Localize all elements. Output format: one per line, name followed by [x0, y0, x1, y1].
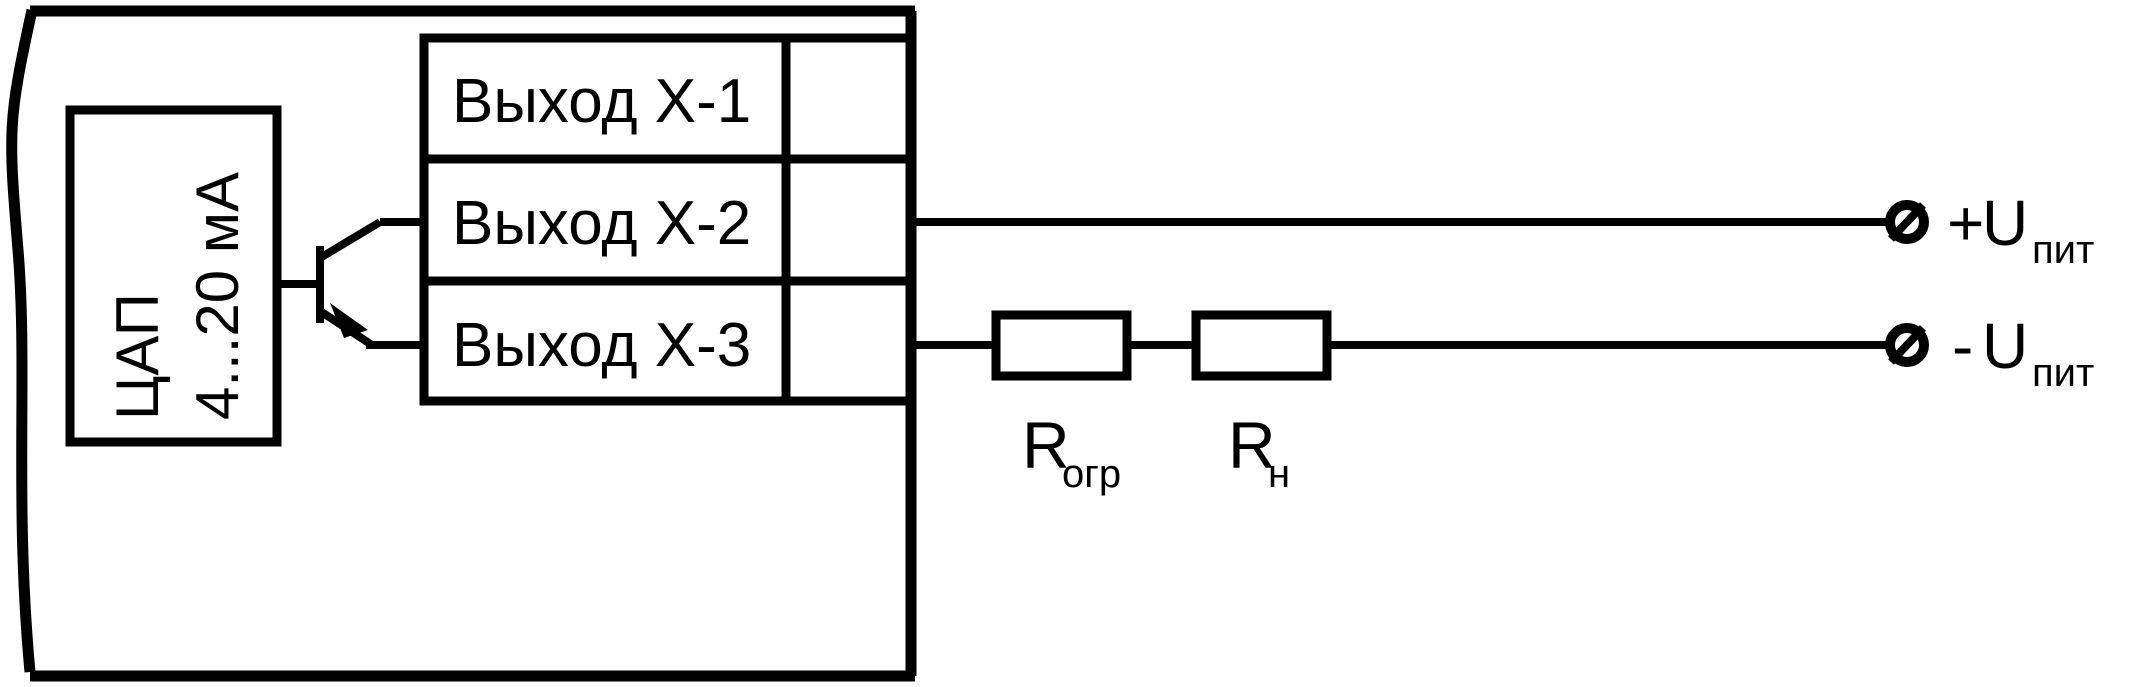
terminal-minus-upit: - U пит: [1885, 310, 2094, 395]
resistor-rogr: R огр: [991, 310, 1132, 496]
terminal-row-label-2: Выход X-2: [452, 189, 751, 258]
external-wiring: [911, 218, 1895, 349]
terminal-block: Выход X-1 Выход X-2 Выход X-3: [419, 33, 916, 406]
resistor-rogr-label: R: [1022, 408, 1070, 482]
enclosure-break-line: [6, 8, 38, 673]
plus-supply-base: U: [1982, 187, 2028, 259]
dac-label-line2: 4...20 мА: [184, 172, 251, 420]
resistor-rn: R н: [1191, 310, 1332, 496]
npn-transistor: [277, 218, 424, 349]
dac-label-line1: ЦАП: [104, 293, 171, 420]
minus-supply-base: U: [1982, 310, 2028, 382]
transistor-collector-lead: [317, 218, 383, 262]
resistor-rn-label: R: [1228, 408, 1276, 482]
resistor-rogr-subscript: огр: [1062, 452, 1121, 496]
terminal-row-label-1: Выход X-1: [452, 67, 751, 136]
plus-terminal-circle-icon: [1885, 200, 1929, 244]
terminal-plus-upit: + U пит: [1885, 187, 2094, 272]
minus-supply-sign: -: [1952, 310, 1973, 382]
plus-terminal-slash-icon: [1888, 202, 1926, 242]
terminal-row-label-3: Выход X-3: [452, 311, 751, 380]
minus-terminal-slash-icon: [1888, 325, 1926, 365]
resistor-rogr-body: [991, 310, 1132, 381]
minus-supply-subscript: пит: [2032, 351, 2094, 395]
transistor-emitter-arrow: [330, 303, 368, 338]
dac-block: ЦАП 4...20 мА: [65, 105, 282, 447]
plus-supply-sign: +: [1947, 187, 1984, 259]
minus-terminal-circle-icon: [1885, 323, 1929, 367]
dac-block-border: [65, 105, 282, 447]
resistor-rn-body: [1191, 310, 1332, 381]
resistor-rn-subscript: н: [1268, 452, 1290, 496]
plus-supply-subscript: пит: [2032, 228, 2094, 272]
